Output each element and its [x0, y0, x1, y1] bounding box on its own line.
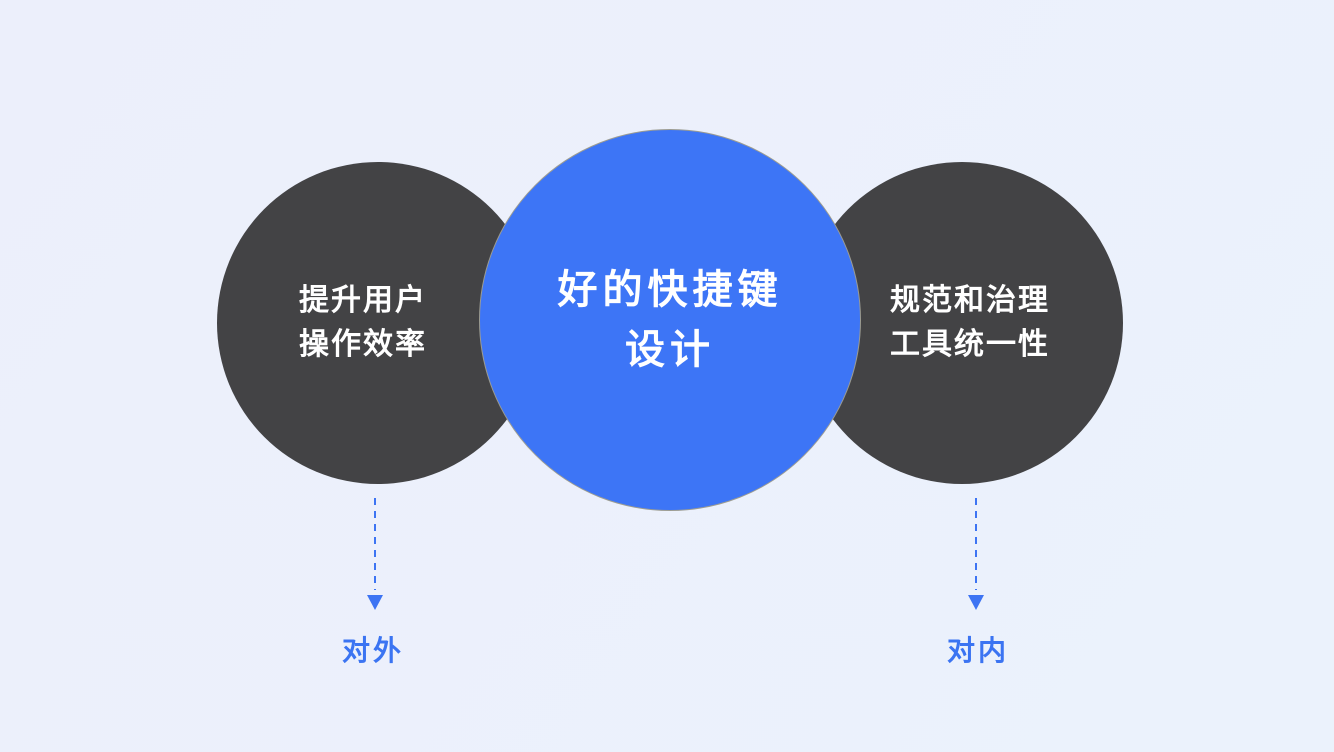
right-circle-line-2: 工具统一性: [890, 328, 1050, 361]
arrowhead-left: [367, 595, 383, 610]
right-circle-text: 规范和治理 工具统一性: [890, 279, 1050, 367]
center-circle-shortcut-design: 好的快捷键 设计: [479, 129, 861, 511]
center-circle-line-1: 好的快捷键: [557, 268, 783, 312]
center-circle-line-2: 设计: [625, 328, 715, 372]
label-external: 对外: [341, 635, 404, 666]
left-circle-line-1: 提升用户: [299, 284, 427, 317]
arrowhead-right: [968, 595, 984, 610]
left-circle-line-2: 操作效率: [299, 328, 427, 361]
dashed-arrow-down-right: [968, 498, 984, 610]
right-circle-governance: 规范和治理 工具统一性: [801, 162, 1123, 484]
label-internal: 对内: [946, 635, 1009, 666]
dashed-arrow-down-left: [367, 498, 383, 610]
left-circle-text: 提升用户 操作效率: [299, 279, 427, 367]
right-circle-line-1: 规范和治理: [890, 284, 1050, 317]
center-circle-text: 好的快捷键 设计: [558, 260, 783, 380]
